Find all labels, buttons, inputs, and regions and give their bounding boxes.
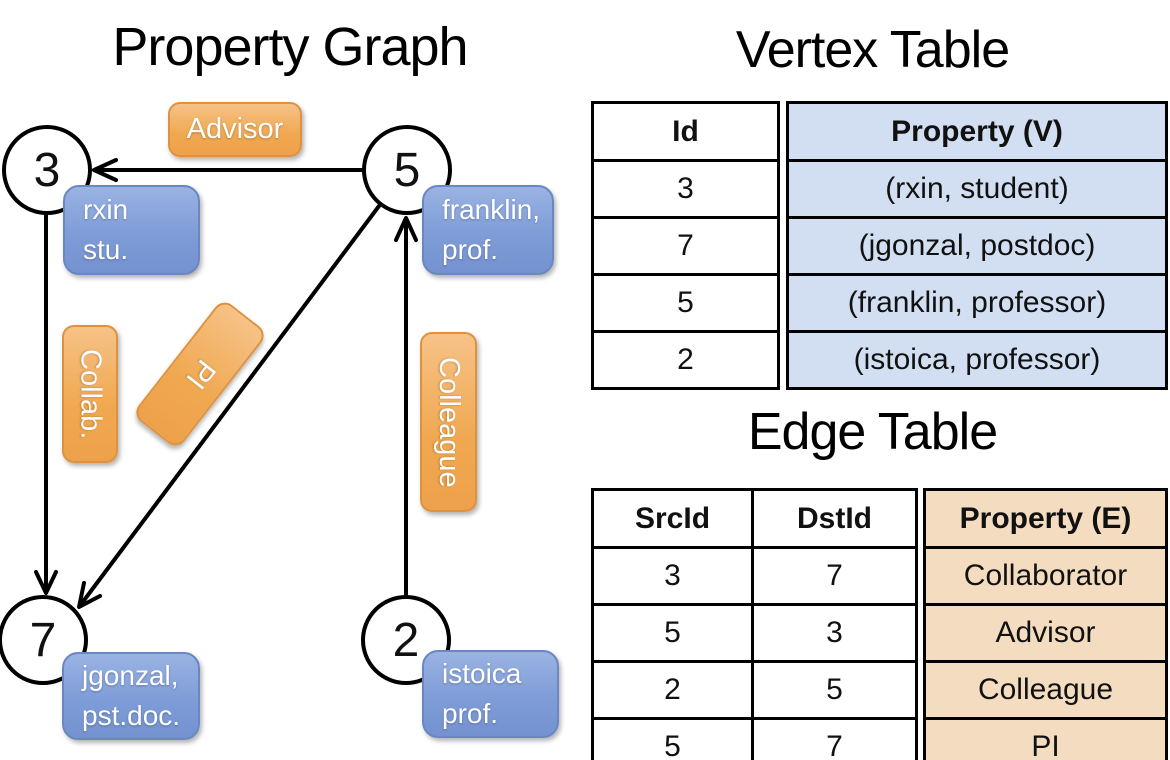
vertex-id-cell: 2 (591, 330, 780, 390)
vertex-id-cell: 7 (591, 216, 780, 276)
node-id-label: 3 (33, 143, 61, 197)
edge-property-cell: Advisor (923, 603, 1168, 663)
vertex-property-table: Property (V) (rxin, student) (jgonzal, p… (786, 101, 1168, 390)
edge-dstid-cell: 3 (751, 603, 918, 663)
table-row: 5 3 (591, 603, 918, 663)
node-id-label: 2 (392, 613, 420, 667)
edge-label-colleague: Colleague (420, 332, 477, 512)
vertex-property-line: jgonzal, (82, 660, 179, 692)
arrowhead-into-7-diag-icon (77, 581, 102, 609)
vertex-property-cell: (jgonzal, postdoc) (786, 216, 1168, 276)
vertex-property-line: pst.doc. (82, 700, 181, 731)
table-row: 2 (591, 330, 780, 390)
edge-table-title: Edge Table (747, 403, 998, 461)
table-row: 2 5 (591, 660, 918, 720)
table-row: Colleague (923, 660, 1168, 720)
table-row: (jgonzal, postdoc) (786, 216, 1168, 276)
table-row: 5 (591, 273, 780, 333)
arrowhead-into-5-icon (394, 216, 418, 242)
table-row: Advisor (923, 603, 1168, 663)
node-id-label: 7 (29, 613, 57, 667)
table-header-row: SrcId DstId (591, 488, 918, 549)
vertex-property-line: stu. (83, 234, 129, 265)
vertex-property-line: prof. (442, 234, 499, 265)
vertex-property-cell: (rxin, student) (786, 159, 1168, 219)
vertex-property-box-5: franklin, prof. (422, 185, 554, 275)
vertex-property-box-2: istoica prof. (422, 650, 559, 738)
vertex-property-header: Property (V) (786, 101, 1168, 162)
table-row: 5 7 (591, 717, 918, 760)
table-row: 3 7 (591, 546, 918, 606)
edge-srcid-header: SrcId (591, 488, 754, 549)
edge-src-dst-table: SrcId DstId 3 7 5 3 2 5 5 7 (591, 488, 918, 760)
vertex-property-cell: (istoica, professor) (786, 330, 1168, 390)
edge-label-collab: Collab. (62, 325, 118, 463)
graph-edges (34, 158, 418, 609)
vertex-id-cell: 5 (591, 273, 780, 333)
vertex-id-header: Id (591, 101, 780, 162)
vertex-property-line: franklin, (442, 194, 541, 226)
vertex-property-box-3: rxin stu. (63, 185, 200, 275)
edge-srcid-cell: 2 (591, 660, 754, 720)
vertex-id-cell: 3 (591, 159, 780, 219)
edge-5-to-7 (80, 204, 381, 605)
table-row: (istoica, professor) (786, 330, 1168, 390)
edge-property-cell: Collaborator (923, 546, 1168, 606)
table-row: PI (923, 717, 1168, 760)
table-header-row: Id (591, 101, 780, 162)
vertex-property-line: rxin (83, 194, 129, 226)
table-row: 3 (591, 159, 780, 219)
property-graph-title: Property Graph (112, 17, 468, 77)
node-id-label: 5 (393, 143, 421, 197)
table-row: (franklin, professor) (786, 273, 1168, 333)
vertex-property-cell: (franklin, professor) (786, 273, 1168, 333)
table-header-row: Property (E) (923, 488, 1168, 549)
vertex-table-title: Vertex Table (735, 21, 1010, 79)
table-row: (rxin, student) (786, 159, 1168, 219)
edge-property-cell: PI (923, 717, 1168, 760)
edge-dstid-cell: 5 (751, 660, 918, 720)
edge-label-advisor: Advisor (168, 102, 302, 157)
vertex-id-table: Id 3 7 5 2 (591, 101, 780, 390)
arrowhead-into-7-top-icon (34, 570, 58, 595)
table-header-row: Property (V) (786, 101, 1168, 162)
vertex-property-line: prof. (442, 698, 499, 729)
edge-srcid-cell: 5 (591, 717, 754, 760)
arrowhead-into-3-icon (92, 158, 118, 182)
vertex-property-box-7: jgonzal, pst.doc. (62, 652, 200, 740)
graph-node-2: 2 (361, 595, 451, 685)
table-row: 7 (591, 216, 780, 276)
edge-dstid-cell: 7 (751, 546, 918, 606)
table-row: Collaborator (923, 546, 1168, 606)
edge-srcid-cell: 3 (591, 546, 754, 606)
edge-property-table: Property (E) Collaborator Advisor Collea… (923, 488, 1168, 760)
edge-property-cell: Colleague (923, 660, 1168, 720)
edge-property-header: Property (E) (923, 488, 1168, 549)
edge-srcid-cell: 5 (591, 603, 754, 663)
edge-dstid-cell: 7 (751, 717, 918, 760)
vertex-property-line: istoica (442, 658, 522, 690)
edge-dstid-header: DstId (751, 488, 918, 549)
